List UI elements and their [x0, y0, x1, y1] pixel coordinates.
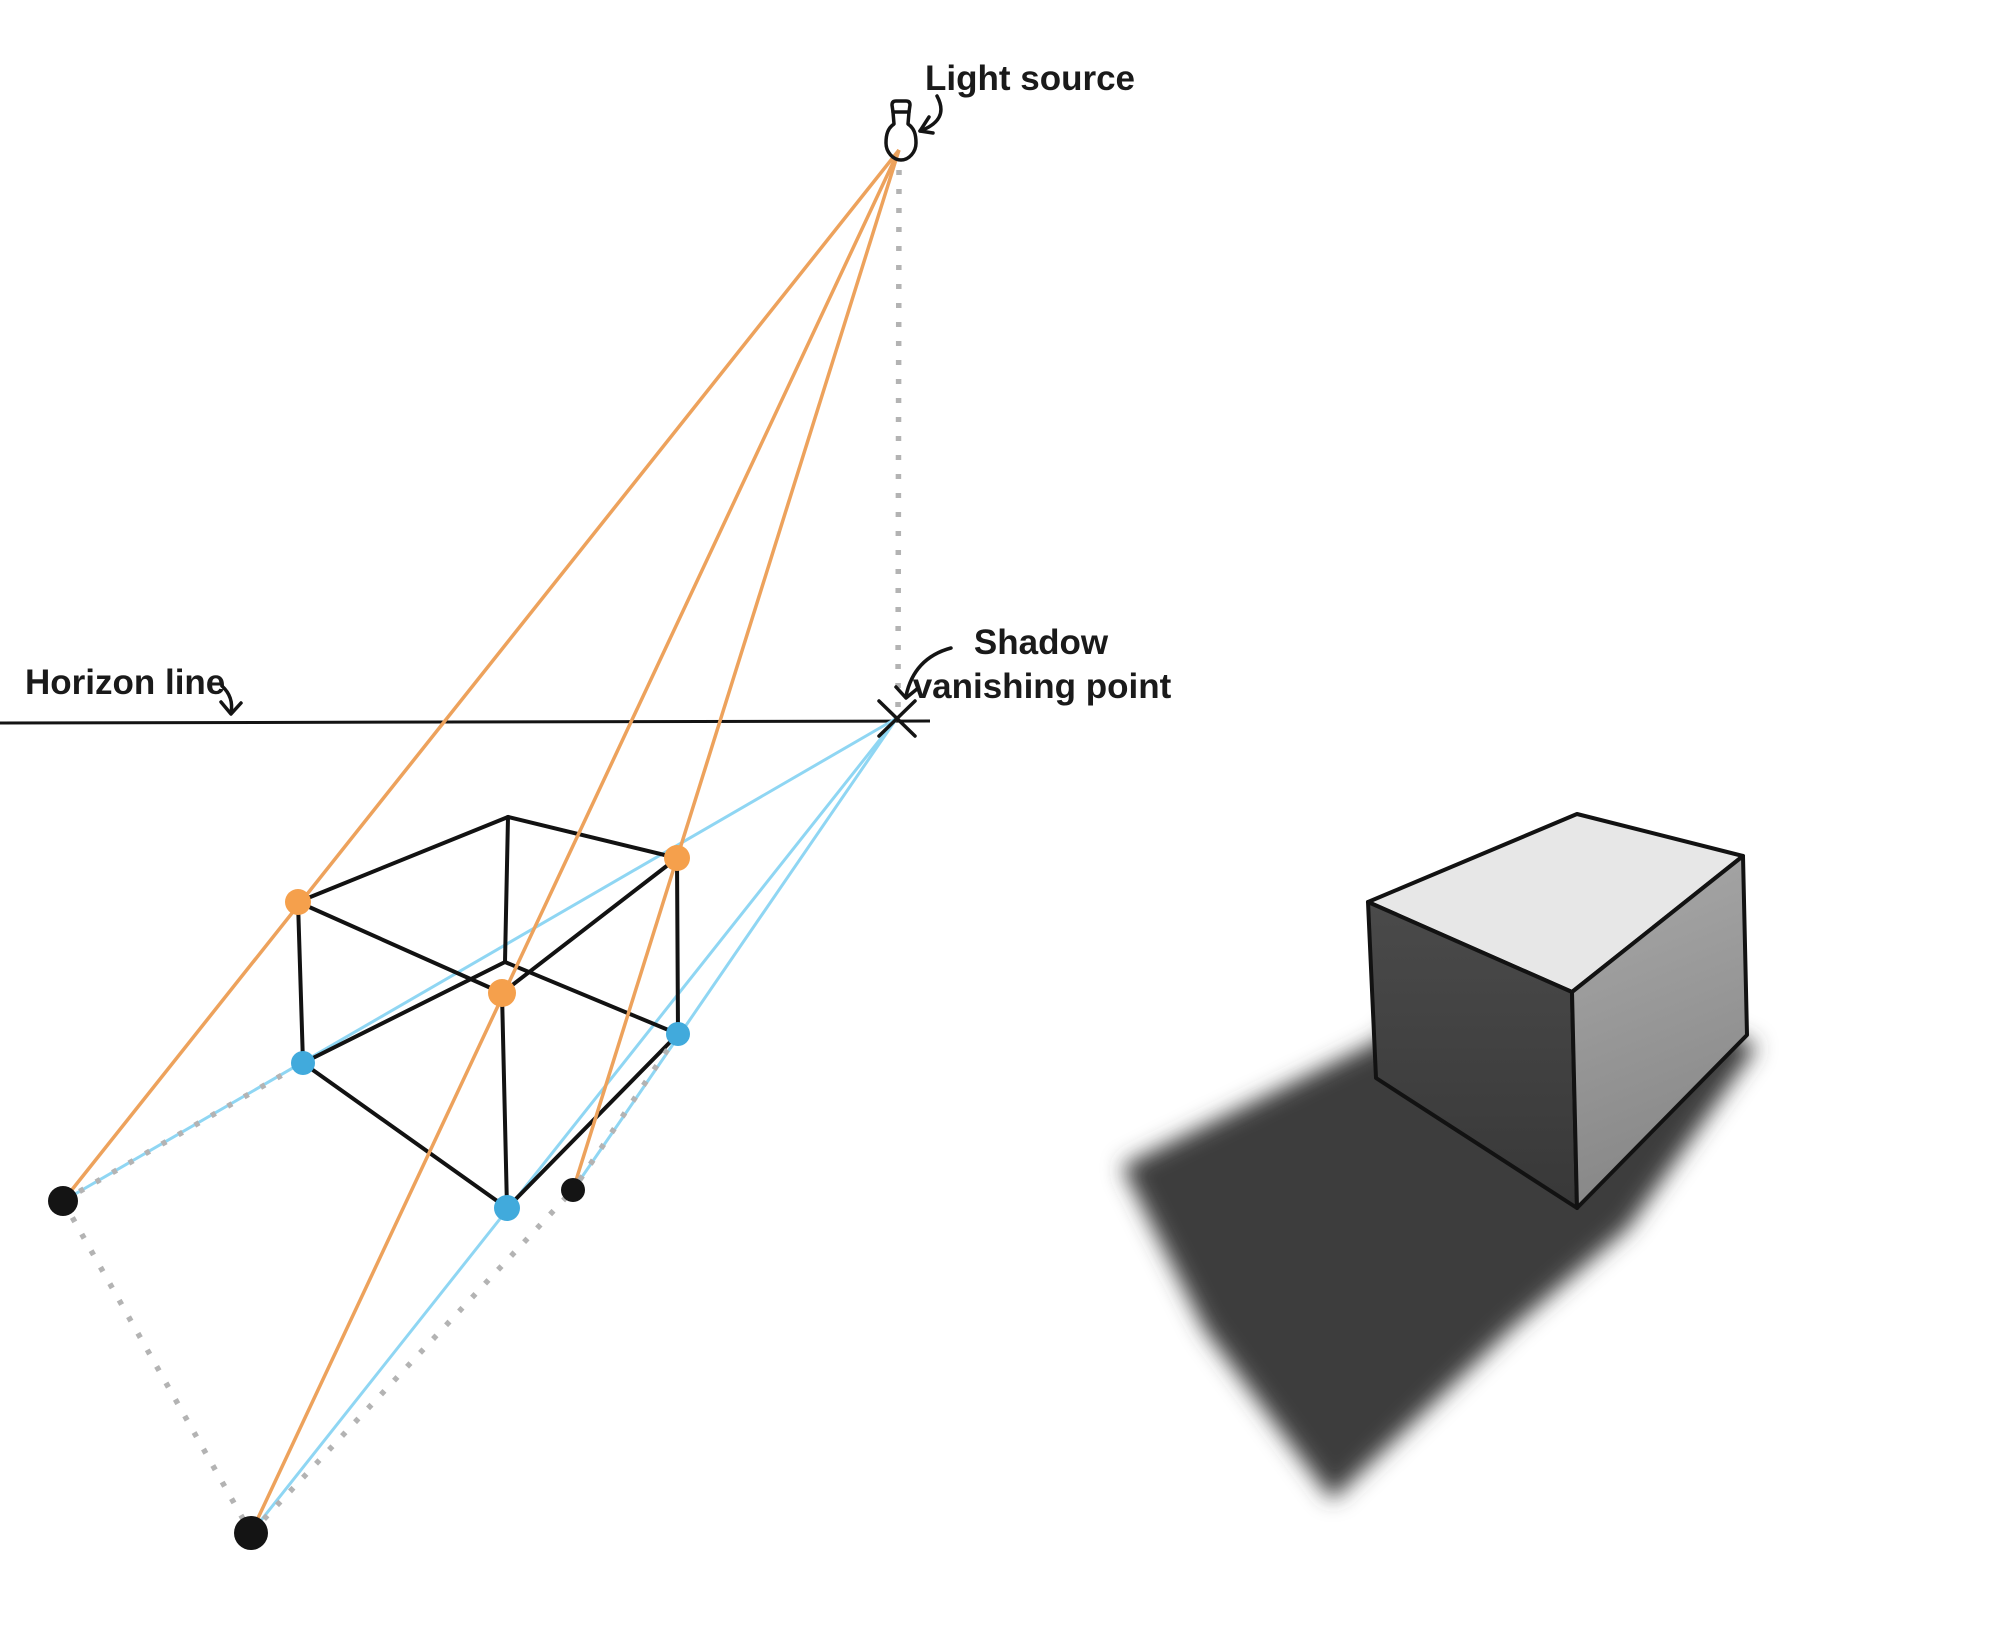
- cube-edge: [500, 856, 679, 995]
- shadow-outline-guide: [60, 1199, 254, 1535]
- light-ray: [571, 149, 901, 1191]
- cube-edge: [503, 960, 680, 1036]
- dotted-guides: [60, 169, 902, 1535]
- orange-corner-dot: [488, 979, 516, 1007]
- shadow-vp-label-line2: vanishing point: [913, 667, 1172, 706]
- light-source-label: Light source: [925, 59, 1135, 98]
- cube-edge: [675, 856, 680, 1036]
- cube-edge: [301, 960, 507, 1065]
- cube-bottom-corner-dots: [291, 1022, 690, 1221]
- ground-ray: [249, 717, 899, 1534]
- shadow-construction-diagram: Light source Horizon line Shadow vanishi…: [0, 59, 1172, 1550]
- orange-corner-dot: [664, 845, 690, 871]
- shadow-outline-guide: [570, 1032, 681, 1192]
- shadow-endpoint-dot: [48, 1186, 78, 1216]
- cube-edge: [301, 1061, 509, 1210]
- shadow-endpoint-dots: [48, 1178, 585, 1550]
- box-faces: [1366, 812, 1749, 1210]
- shadow-outline-guide: [248, 1188, 576, 1535]
- rendered-box-illustration: [1122, 812, 1757, 1500]
- ground-rays: [62, 716, 899, 1534]
- cube-edge: [503, 815, 510, 964]
- shadow-vp-label-line1: Shadow: [974, 623, 1109, 662]
- horizon-line: [0, 719, 931, 725]
- blue-corner-dot: [494, 1195, 520, 1221]
- cube-top-corner-dots: [285, 845, 690, 1007]
- horizon-line-arrow: [219, 684, 243, 716]
- cube-edge: [506, 815, 679, 860]
- horizon-line-label: Horizon line: [25, 663, 225, 702]
- light-ray: [61, 148, 901, 1203]
- cube-edge: [296, 815, 510, 904]
- shadow-vp-arrow: [894, 646, 953, 700]
- light-source-arrow: [918, 94, 943, 135]
- cube-edge: [296, 900, 504, 995]
- shadow-outline-guide: [61, 1060, 305, 1204]
- light-bulb-icon: [884, 99, 918, 162]
- blue-corner-dot: [291, 1051, 315, 1075]
- vanishing-point-x-mark: [877, 699, 917, 738]
- cube-edge: [296, 900, 305, 1065]
- cube-edge: [500, 991, 509, 1210]
- blue-corner-dot: [666, 1022, 690, 1046]
- cube-edge: [505, 1032, 680, 1210]
- ground-ray: [62, 716, 898, 1203]
- cube-wireframe: [296, 815, 680, 1210]
- ground-ray: [571, 717, 899, 1191]
- light-drop-guide: [895, 169, 902, 711]
- shadow-endpoint-dot: [234, 1516, 268, 1550]
- orange-corner-dot: [285, 889, 311, 915]
- light-rays: [61, 148, 901, 1534]
- box-right-face: [1570, 854, 1749, 1210]
- light-ray: [249, 149, 901, 1534]
- shadow-endpoint-dot: [561, 1178, 585, 1202]
